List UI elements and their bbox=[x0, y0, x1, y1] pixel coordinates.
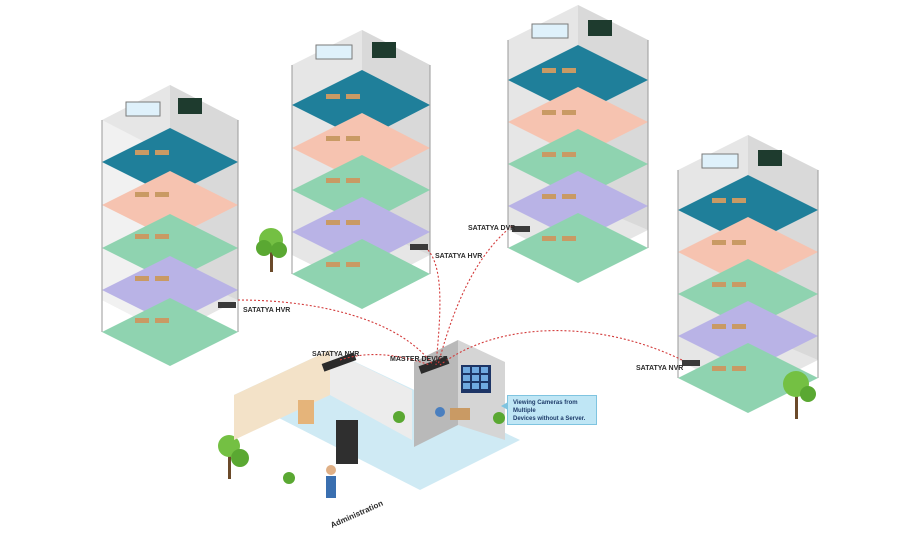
callout-line-1: Viewing Cameras from Multiple bbox=[513, 400, 578, 415]
hvr-left-label: SATATYA HVR bbox=[243, 307, 290, 314]
administration-label: Administration bbox=[329, 499, 384, 530]
master-device-label: MASTER DEVICE bbox=[390, 356, 448, 363]
hvr-mid-label: SATATYA HVR bbox=[435, 253, 482, 260]
nvr-admin-label: SATATYA NVR bbox=[312, 351, 359, 358]
tree-icon bbox=[783, 371, 816, 419]
callout-line-2: Devices without a Server. bbox=[513, 416, 586, 423]
nvr-right-label: SATATYA NVR bbox=[636, 365, 683, 372]
info-callout: Viewing Cameras from Multiple Devices wi… bbox=[501, 395, 597, 425]
building-center-right bbox=[507, 5, 649, 283]
network-links bbox=[237, 225, 683, 366]
tree-icon bbox=[256, 228, 287, 272]
tree-icon bbox=[218, 435, 249, 479]
dvr-label: SATATYA DVR bbox=[468, 225, 515, 232]
administration-office bbox=[234, 340, 520, 498]
building-left bbox=[101, 85, 239, 366]
building-right bbox=[677, 135, 819, 413]
building-center-left bbox=[291, 30, 431, 309]
